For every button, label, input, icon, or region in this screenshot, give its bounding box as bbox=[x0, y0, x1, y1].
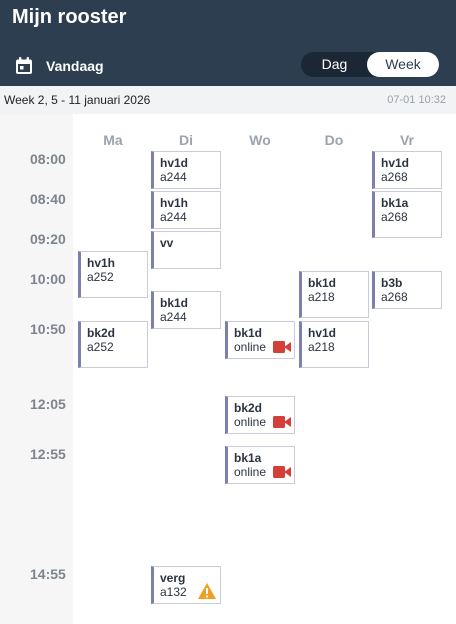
event-subject: bk2d bbox=[87, 326, 116, 340]
event-subject: bk1d bbox=[160, 296, 189, 310]
event-subject: hv1d bbox=[160, 156, 189, 170]
week-info-bar: Week 2, 5 - 11 januari 2026 07-01 10:32 bbox=[0, 86, 456, 114]
event-room: a218 bbox=[308, 290, 335, 304]
time-label: 10:50 bbox=[30, 321, 66, 337]
day-header-di: Di bbox=[179, 132, 193, 148]
day-header-do: Do bbox=[324, 132, 344, 148]
day-header-ma: Ma bbox=[103, 132, 123, 148]
time-label: 12:55 bbox=[30, 446, 66, 462]
video-icon bbox=[273, 416, 291, 428]
time-label: 08:40 bbox=[30, 191, 66, 207]
today-button[interactable]: Vandaag bbox=[14, 54, 104, 78]
event-room: online bbox=[234, 415, 267, 429]
week-grid: Ma Di Wo Do Vr 08:00 08:40 09:20 10:00 10:50 12:05… bbox=[0, 114, 456, 624]
event-room: a268 bbox=[381, 170, 408, 184]
time-label: 09:20 bbox=[30, 231, 66, 247]
time-label: 10:00 bbox=[30, 271, 66, 287]
day-view-button[interactable]: Dag bbox=[321, 56, 348, 72]
event-subject: b3b bbox=[381, 276, 403, 290]
app-header: Mijn rooster Vandaag Dag Week bbox=[0, 0, 456, 86]
event-subject: bk1d bbox=[234, 326, 263, 340]
day-header-wo: Wo bbox=[249, 132, 271, 148]
day-header-vr: Vr bbox=[399, 132, 414, 148]
event-subject: vv bbox=[160, 236, 174, 250]
event-subject: bk1a bbox=[234, 451, 262, 465]
video-icon bbox=[273, 341, 291, 353]
calendar-icon bbox=[16, 57, 32, 74]
time-label: 12:05 bbox=[30, 396, 66, 412]
event-room: online bbox=[234, 465, 267, 479]
event-subject: hv1h bbox=[160, 196, 189, 210]
week-range: Week 2, 5 - 11 januari 2026 bbox=[4, 93, 151, 107]
event-room: a252 bbox=[87, 270, 114, 284]
event-room: a268 bbox=[381, 210, 408, 224]
event-subject: verg bbox=[160, 571, 186, 585]
event-room: a252 bbox=[87, 340, 114, 354]
event-subject: bk1d bbox=[308, 276, 337, 290]
event-subject: hv1d bbox=[308, 326, 337, 340]
video-icon bbox=[273, 466, 291, 478]
time-label: 14:55 bbox=[30, 566, 66, 582]
event-room: a244 bbox=[160, 170, 187, 184]
schedule-event[interactable]: vv bbox=[151, 231, 221, 269]
event-room: a132 bbox=[160, 585, 187, 599]
last-updated: 07-01 10:32 bbox=[387, 94, 446, 106]
event-subject: hv1h bbox=[87, 256, 116, 270]
warning-icon bbox=[198, 583, 216, 599]
today-label: Vandaag bbox=[46, 58, 104, 74]
view-toggle: Dag Week bbox=[301, 52, 439, 77]
event-room: a268 bbox=[381, 290, 408, 304]
event-room: a218 bbox=[308, 340, 335, 354]
week-view-button[interactable]: Week bbox=[367, 52, 439, 77]
time-gutter bbox=[0, 114, 73, 624]
event-room: a244 bbox=[160, 210, 187, 224]
time-label: 08:00 bbox=[30, 151, 66, 167]
event-subject: bk2d bbox=[234, 401, 263, 415]
event-room: a244 bbox=[160, 310, 187, 324]
event-subject: hv1d bbox=[381, 156, 410, 170]
app-title: Mijn rooster bbox=[12, 6, 127, 28]
event-subject: bk1a bbox=[381, 196, 409, 210]
event-room: online bbox=[234, 340, 267, 354]
